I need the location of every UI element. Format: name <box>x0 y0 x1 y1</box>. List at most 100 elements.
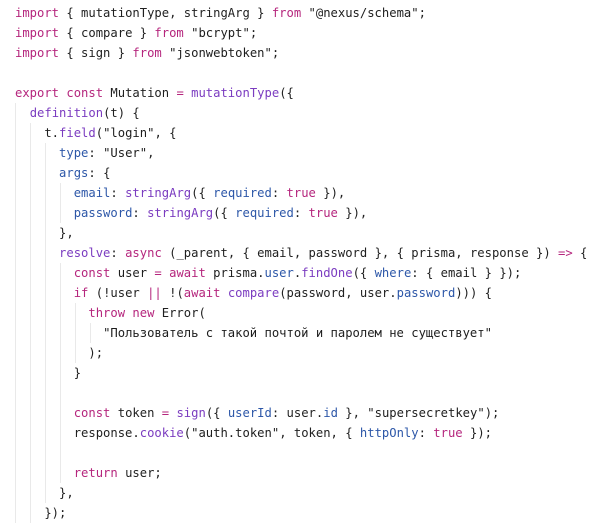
code-token: }, <box>337 406 368 420</box>
code-token: || <box>147 286 162 300</box>
code-token: ); <box>15 346 104 360</box>
code-line: }, <box>15 223 74 243</box>
code-token: }); <box>15 506 67 520</box>
code-token: new <box>132 306 155 320</box>
code-token: }, <box>15 486 74 500</box>
code-token: password <box>73 206 133 220</box>
code-token: , { <box>154 126 177 140</box>
code-token: : <box>110 246 126 260</box>
code-token: response. <box>15 426 140 440</box>
code-token <box>15 166 59 180</box>
code-token: "Пользователь с такой почтой и паролем н… <box>103 326 492 340</box>
code-token: password <box>396 286 456 300</box>
code-token: } <box>15 366 82 380</box>
code-token: async <box>125 246 162 260</box>
code-token: resolve <box>59 246 111 260</box>
code-line: resolve: async (_parent, { email, passwo… <box>15 243 587 263</box>
code-token: definition <box>29 106 104 120</box>
code-token: = <box>176 86 184 100</box>
code-line: type: "User", <box>15 143 154 163</box>
code-line: import { compare } from "bcrypt"; <box>15 23 257 43</box>
code-token: "login" <box>103 126 155 140</box>
code-token: user <box>264 266 294 280</box>
code-line: import { mutationType, stringArg } from … <box>15 3 426 23</box>
code-token: { sign } <box>59 46 133 60</box>
code-token: = <box>161 406 170 420</box>
code-token: }); <box>462 426 493 440</box>
code-token: user <box>110 266 155 280</box>
code-token <box>15 206 74 220</box>
code-token: , token, { <box>279 426 360 440</box>
code-token: import <box>15 6 60 20</box>
indent-guide <box>45 143 46 503</box>
code-line: password: stringArg({ required: true }), <box>15 203 368 223</box>
code-token: compare <box>227 286 280 300</box>
code-line: ); <box>15 343 103 363</box>
code-token: mutationType <box>191 86 280 100</box>
code-token <box>15 306 88 320</box>
code-token: { mutationType, stringArg } <box>59 6 272 20</box>
code-token: ( <box>183 426 192 440</box>
code-token: stringArg <box>147 206 214 220</box>
code-token: httpOnly <box>359 426 419 440</box>
code-line: }); <box>15 503 66 523</box>
code-token: const <box>73 266 111 280</box>
code-token: true <box>286 186 316 200</box>
code-token: ))) { <box>455 286 492 300</box>
code-token: : <box>132 206 148 220</box>
code-token: userId <box>227 406 272 420</box>
code-token: args <box>59 166 89 180</box>
code-token: Mutation <box>103 86 177 100</box>
code-line: t.field("login", { <box>15 123 176 143</box>
code-token: ( <box>95 126 104 140</box>
code-token: if <box>73 286 89 300</box>
code-token: ({ <box>279 86 294 100</box>
code-token: import <box>15 26 60 40</box>
code-token: token <box>110 406 162 420</box>
code-line: const token = sign({ userId: user.id }, … <box>15 403 500 423</box>
code-token: return <box>73 466 118 480</box>
code-token: await <box>169 266 206 280</box>
code-token: "supersecretkey" <box>367 406 485 420</box>
indent-guide <box>75 303 76 363</box>
code-token: (!user <box>88 286 148 300</box>
code-token: where <box>374 266 412 280</box>
code-line: import { sign } from "jsonwebtoken"; <box>15 43 279 63</box>
code-token: : <box>110 186 126 200</box>
code-token: "bcrypt"; <box>183 26 258 40</box>
code-line: const user = await prisma.user.findOne({… <box>15 263 522 283</box>
code-token: !( <box>161 286 184 300</box>
code-token: => <box>558 246 573 260</box>
indent-guide <box>30 123 31 523</box>
code-token <box>15 146 59 160</box>
code-token: "jsonwebtoken"; <box>161 46 280 60</box>
code-token: true <box>433 426 463 440</box>
code-token: email <box>73 186 111 200</box>
code-token <box>15 286 74 300</box>
code-token: = <box>154 266 162 280</box>
indent-guide <box>90 323 91 343</box>
code-token: required <box>213 186 272 200</box>
code-token: id <box>323 406 338 420</box>
code-token: ({ <box>352 266 375 280</box>
code-token: prisma. <box>205 266 265 280</box>
code-token: const <box>66 86 104 100</box>
code-token: : { email } }); <box>411 266 522 280</box>
code-token: (t) { <box>103 106 140 120</box>
code-token: sign <box>176 406 206 420</box>
code-token: : <box>418 426 434 440</box>
code-token: const <box>73 406 111 420</box>
code-token: user; <box>117 466 162 480</box>
indent-guide <box>60 263 61 483</box>
code-token: t. <box>15 126 60 140</box>
code-token: , <box>147 146 155 160</box>
code-line: return user; <box>15 463 162 483</box>
code-token: ({ <box>205 406 228 420</box>
code-token: : user. <box>271 406 324 420</box>
code-token: true <box>308 206 338 220</box>
code-token <box>15 106 30 120</box>
code-token <box>220 286 227 300</box>
code-token <box>162 266 169 280</box>
code-token: required <box>235 206 294 220</box>
